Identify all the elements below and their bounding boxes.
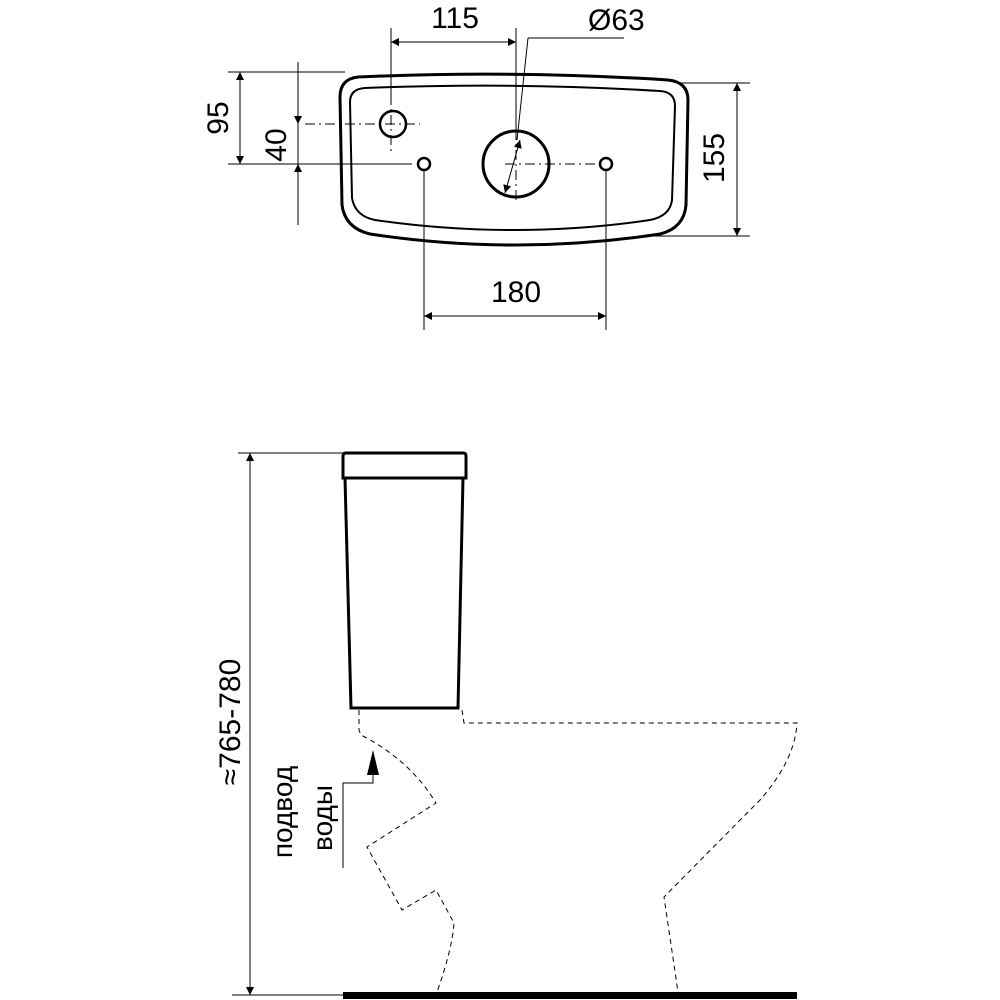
- water-inlet-leader: [342, 775, 374, 868]
- dim-40-label: 40: [260, 128, 293, 161]
- dim-height-label: ≈765-780: [214, 659, 247, 786]
- bolt-hole-right: [598, 156, 614, 172]
- water-inlet-label-2: воды: [307, 785, 338, 851]
- side-view: подвод воды ≈765-780: [214, 451, 798, 999]
- tank-outer-outline: [338, 72, 690, 247]
- diameter-dimension: [503, 139, 522, 194]
- dim-diameter-label: Ø63: [588, 4, 645, 37]
- toilet-bowl-outline: [358, 710, 455, 993]
- water-inlet-arrow-icon: [367, 750, 379, 775]
- tank-lid: [341, 451, 468, 480]
- dim-155-label: 155: [698, 133, 731, 183]
- water-inlet-label-1: подвод: [267, 766, 298, 858]
- tank-inner-outline: [348, 84, 677, 231]
- dim-115-label: 115: [431, 2, 479, 35]
- dim-95-label: 95: [202, 101, 235, 134]
- toilet-bowl-outline-right: [461, 709, 798, 993]
- floor: [343, 992, 797, 999]
- tank-body: [343, 477, 465, 710]
- top-view: 115 Ø63 95 40 155 180: [202, 2, 750, 330]
- bolt-hole-left: [416, 156, 432, 172]
- dim-180-label: 180: [491, 276, 541, 309]
